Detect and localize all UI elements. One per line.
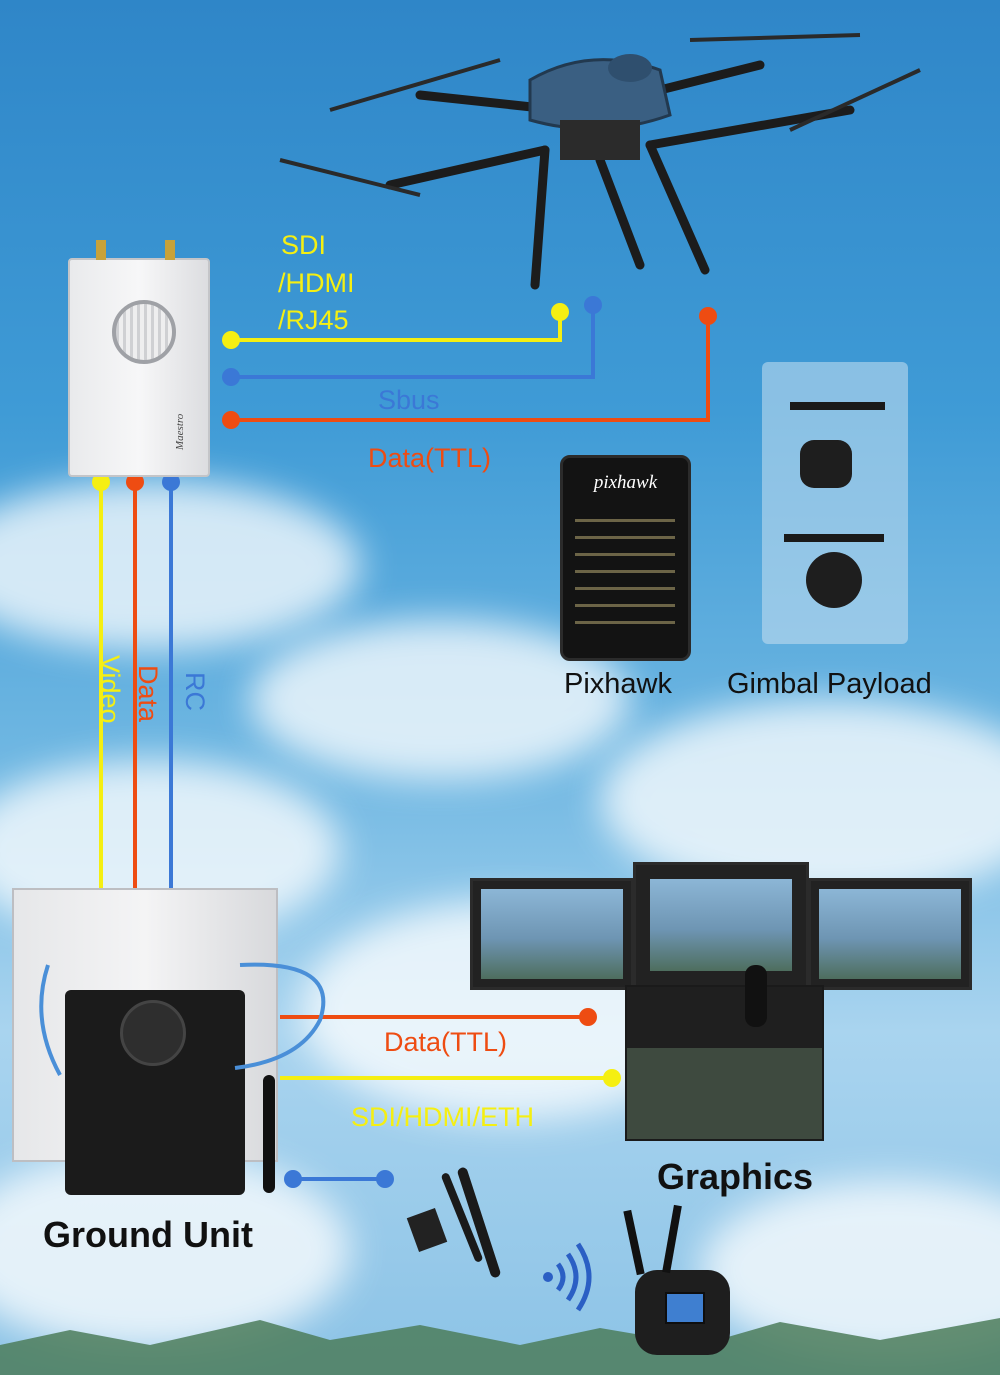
label-gimbal-payload: Gimbal Payload <box>727 668 932 700</box>
monitor-left <box>470 878 634 990</box>
monitor-screen <box>650 879 792 971</box>
joystick-icon <box>745 965 767 1027</box>
cloud <box>0 480 360 650</box>
label-sdi: SDI <box>281 230 327 260</box>
ground-unit-tracker <box>65 990 245 1195</box>
label-sdi-hdmi-eth: SDI/HDMI/ETH <box>351 1102 535 1132</box>
air-unit-device: Maestro <box>68 258 210 477</box>
monitor-right <box>808 878 972 990</box>
rc-controller-icon <box>635 1270 730 1355</box>
label-hdmi: /HDMI <box>278 268 355 298</box>
gimbal-mount-icon <box>784 534 884 542</box>
monitor-center <box>633 862 809 988</box>
pixhawk-board: pixhawk <box>560 455 691 661</box>
label-rj45: /RJ45 <box>278 305 349 335</box>
antenna-icon <box>263 1075 275 1193</box>
controller-screen <box>665 1292 705 1324</box>
gimbal-camera-icon <box>800 440 852 488</box>
label-graphics: Graphics <box>657 1156 814 1197</box>
connector-ports <box>575 518 675 638</box>
monitor-screen <box>481 889 623 979</box>
antenna-connector-icon <box>165 240 175 260</box>
gimbal-camera-icon <box>806 552 862 608</box>
label-pixhawk: Pixhawk <box>564 668 672 700</box>
gimbal-mount-icon <box>790 402 885 410</box>
monitor-screen <box>819 889 961 979</box>
label-data-ttl-bottom: Data(TTL) <box>384 1027 508 1057</box>
pixhawk-logo: pixhawk <box>593 472 658 493</box>
antenna-connector-icon <box>96 240 106 260</box>
pan-tilt-head-icon <box>120 1000 186 1066</box>
fan-grille-icon <box>112 300 176 364</box>
label-data-ttl-top: Data(TTL) <box>368 443 492 473</box>
label-sbus: Sbus <box>378 385 440 415</box>
label-ground-unit: Ground Unit <box>43 1214 253 1255</box>
gimbal-panel <box>762 362 908 644</box>
control-console <box>625 965 824 1141</box>
